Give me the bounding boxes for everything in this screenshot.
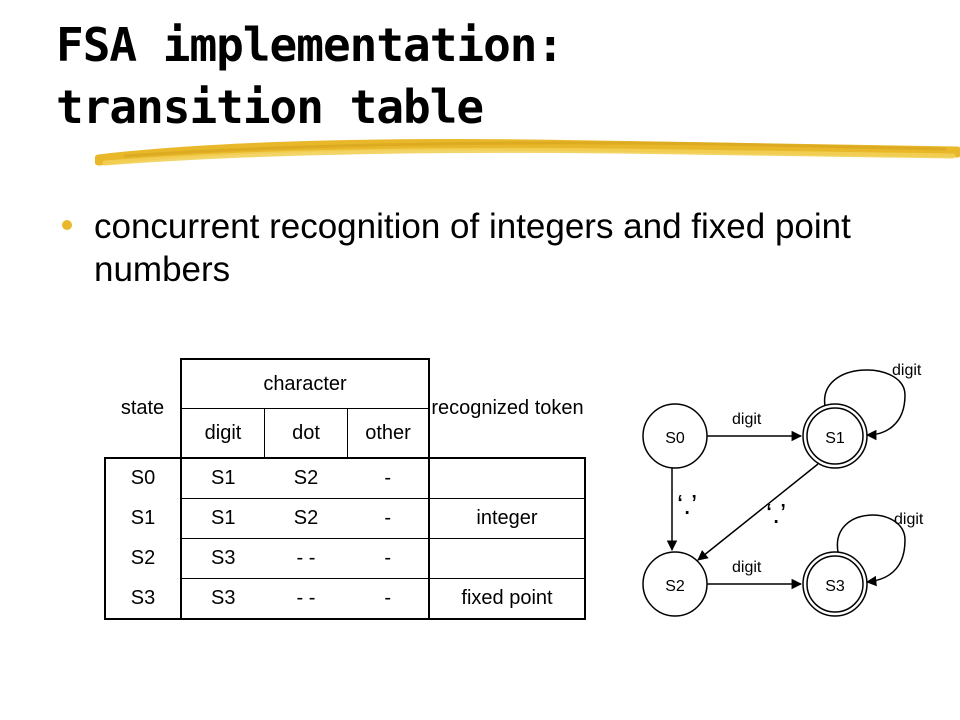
- edge-s2-s3-label: digit: [732, 559, 762, 576]
- header-other: other: [347, 408, 429, 458]
- edge-s1-loop-label: digit: [892, 362, 922, 379]
- header-state: state: [120, 396, 165, 419]
- title-underline-stroke: [95, 139, 960, 166]
- cell-digit: S3: [180, 578, 265, 620]
- cell-token: integer: [428, 498, 586, 539]
- cell-other: -: [347, 538, 429, 579]
- cell-token: [428, 457, 586, 499]
- state-s1-label: S1: [825, 430, 845, 447]
- state-s2-label: S2: [665, 578, 685, 595]
- header-character: character: [180, 358, 429, 409]
- state-s1-inner: [806, 407, 864, 465]
- edge-s0-s2-label: ‘.’: [677, 489, 697, 520]
- state-s3-inner: [806, 555, 864, 613]
- table-row: S1 S1 S2 - integer: [104, 498, 586, 539]
- transition-table: state character recognized token digit d…: [104, 358, 586, 620]
- cell-dot: - -: [264, 538, 348, 579]
- header-digit: digit: [180, 408, 265, 458]
- cell-dot: - -: [264, 578, 348, 620]
- state-s3-label: S3: [825, 578, 845, 595]
- edge-s0-s1-label: digit: [732, 411, 762, 428]
- cell-dot: S2: [264, 457, 348, 499]
- edge-s1-s2-label: ‘.’: [766, 498, 786, 529]
- edge-s1-loop: [824, 369, 906, 441]
- row-state: S0: [104, 457, 181, 499]
- title-line-1: FSA implementation:: [56, 18, 564, 72]
- state-s0-label: S0: [665, 430, 685, 447]
- cell-digit: S1: [180, 457, 265, 499]
- cell-dot: S2: [264, 498, 348, 539]
- edge-s3-loop: [836, 514, 906, 587]
- cell-token: [428, 538, 586, 579]
- table-row: S3 S3 - - - fixed point: [104, 578, 586, 620]
- table-row: S0 S1 S2 -: [104, 457, 586, 499]
- row-state: S2: [104, 538, 181, 579]
- cell-other: -: [347, 498, 429, 539]
- table-row: S2 S3 - - -: [104, 538, 586, 579]
- title-line-2: transition table: [56, 80, 484, 134]
- cell-digit: S1: [180, 498, 265, 539]
- slide-title: FSA implementation: transition table: [56, 14, 876, 138]
- row-state: S3: [104, 578, 181, 620]
- header-dot: dot: [264, 408, 348, 458]
- edge-s1-s2: [697, 463, 819, 561]
- cell-token: fixed point: [428, 578, 586, 620]
- cell-other: -: [347, 578, 429, 620]
- state-diagram: S0 S1 S2 S3 digit digit ‘.’ ‘.’ digit di…: [642, 362, 924, 617]
- header-recognized-token: recognized token: [428, 359, 585, 458]
- row-state: S1: [104, 498, 181, 539]
- cell-digit: S3: [180, 538, 265, 579]
- bullet-text: concurrent recognition of integers and f…: [94, 207, 851, 289]
- edge-s3-loop-label: digit: [894, 511, 924, 528]
- bullet-dot-icon: [62, 220, 72, 230]
- cell-other: -: [347, 457, 429, 499]
